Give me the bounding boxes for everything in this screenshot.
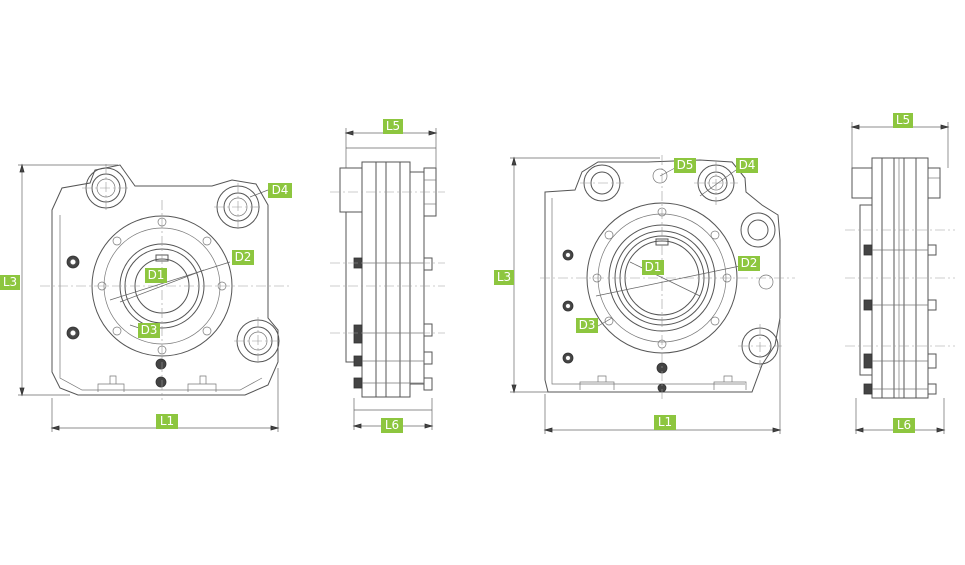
label-d4-view1: D4 [268,183,292,198]
label-d1-view1: D1 [145,268,167,283]
front-view-1 [18,163,290,432]
label-d5-view3: D5 [674,158,696,173]
side-view-1 [330,128,445,430]
label-d4-view3: D4 [736,158,758,173]
label-d3-view1: D3 [138,323,160,338]
label-l3-view1: L3 [0,275,20,290]
label-l5-view4: L5 [893,113,913,128]
label-l1-view1: L1 [156,414,178,429]
label-d3-view3: D3 [576,318,598,333]
label-l6-view4: L6 [893,418,915,433]
label-d2-view1: D2 [232,250,254,265]
label-d2-view3: D2 [738,256,760,271]
label-l6-view2: L6 [381,418,403,433]
label-l3-view3: L3 [494,270,514,285]
label-l1-view3: L1 [654,415,676,430]
front-view-2 [510,155,795,434]
label-l5-view2: L5 [383,119,403,134]
label-d1-view3: D1 [642,260,664,275]
side-view-2 [845,122,955,434]
